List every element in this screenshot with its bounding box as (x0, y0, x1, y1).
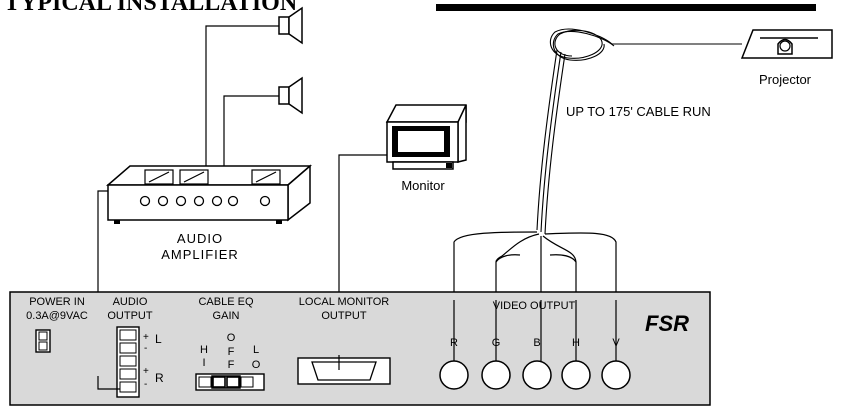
header-rule (436, 4, 816, 11)
projector (740, 29, 833, 59)
eq-lo-1: L (253, 344, 259, 356)
projector-cable (536, 28, 742, 235)
speaker-wire-top (205, 25, 279, 166)
video-connector-B (522, 360, 552, 390)
amplifier-label-2: AMPLIFIER (161, 247, 239, 262)
audio-plus-1: + (143, 332, 149, 343)
eq-off-2: F (228, 346, 235, 358)
projector-label: Projector (759, 72, 812, 87)
audio-minus-1: - (144, 343, 147, 354)
video-output-label: VIDEO OUTPUT (493, 300, 576, 312)
amplifier-label-1: AUDIO (177, 231, 223, 246)
video-connector-H (561, 360, 591, 390)
eq-lo-2: O (252, 359, 261, 371)
speaker-wire-bottom (223, 95, 279, 166)
monitor (385, 104, 467, 170)
audio-L: L (155, 332, 162, 346)
speaker-bottom (278, 76, 303, 115)
monitor-output-connector (297, 357, 391, 385)
eq-switch[interactable] (195, 373, 265, 391)
monitor-label: Monitor (401, 178, 445, 193)
audio-amplifier (105, 164, 313, 224)
power-jack (35, 329, 51, 353)
eq-hi-1: H (200, 344, 208, 356)
video-connector-R (439, 360, 469, 390)
video-connector-G (481, 360, 511, 390)
brand-logo: FSR (645, 311, 689, 336)
audio-output-label-1: AUDIO (113, 296, 148, 308)
audio-output-label-2: OUTPUT (107, 310, 153, 322)
power-label-2: 0.3A@9VAC (26, 310, 88, 322)
cable-note: UP TO 175' CABLE RUN (566, 104, 711, 119)
local-monitor-label-2: OUTPUT (321, 310, 367, 322)
audio-plus-2: + (143, 366, 149, 377)
eq-off-1: O (227, 332, 236, 344)
eq-off-3: F (228, 359, 235, 371)
video-label-B: B (533, 337, 540, 349)
fsr-panel (9, 291, 711, 406)
eq-label-2: GAIN (213, 310, 240, 322)
eq-hi-2: I (202, 357, 205, 369)
page-title: TYPICAL INSTALLATION (4, 0, 298, 16)
eq-label-1: CABLE EQ (198, 296, 253, 308)
power-label-1: POWER IN (29, 296, 85, 308)
audio-wire-right (97, 376, 120, 390)
audio-minus-2: - (144, 379, 147, 390)
video-connector-V (601, 360, 631, 390)
audio-R: R (155, 371, 164, 385)
speaker-top (278, 6, 303, 45)
video-cable-ends (453, 300, 617, 361)
audio-terminal-block (116, 326, 140, 398)
local-monitor-label-1: LOCAL MONITOR (299, 296, 390, 308)
